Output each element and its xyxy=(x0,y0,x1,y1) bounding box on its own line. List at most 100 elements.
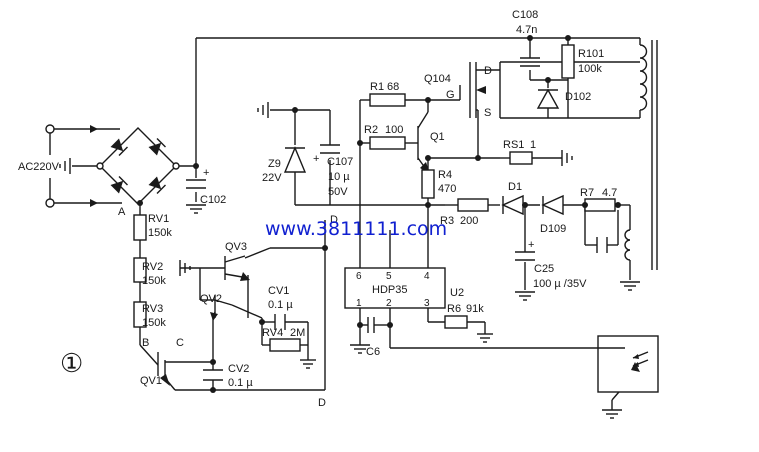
resistor-r6: R6 91k xyxy=(444,303,484,329)
resistor-r101: R101 100k xyxy=(561,35,604,79)
rv-chain: A RV1 150k RV2 150k RV3 150k B C xyxy=(118,200,184,349)
node-d-label: D xyxy=(318,397,326,409)
arrow-icon xyxy=(240,272,250,281)
svg-text:100 µ /35V: 100 µ /35V xyxy=(533,278,587,290)
svg-text:C107: C107 xyxy=(327,156,353,168)
ground-icon xyxy=(350,325,370,354)
resistor-r4: R4 470 xyxy=(421,169,456,199)
svg-text:R6: R6 xyxy=(447,303,461,315)
svg-text:R101: R101 xyxy=(578,48,604,60)
diode-icon xyxy=(148,176,166,194)
resistor-rv3 xyxy=(133,301,147,328)
svg-text:CV2: CV2 xyxy=(228,363,249,375)
svg-text:22V: 22V xyxy=(262,172,282,184)
resistor-r3: R3 200 xyxy=(425,198,489,227)
svg-text:Q104: Q104 xyxy=(424,73,451,85)
ground-icon xyxy=(602,409,622,419)
svg-text:3: 3 xyxy=(424,298,430,309)
svg-text:5: 5 xyxy=(386,271,392,282)
diode-d109: D109 xyxy=(522,194,566,235)
svg-text:RV3: RV3 xyxy=(142,303,163,315)
svg-text:100k: 100k xyxy=(578,63,602,75)
arrow-right-icon xyxy=(90,125,98,133)
svg-text:150k: 150k xyxy=(148,227,172,239)
ground-icon xyxy=(59,158,71,174)
svg-text:4.7n: 4.7n xyxy=(516,24,537,36)
svg-text:150k: 150k xyxy=(142,275,166,287)
svg-text:6: 6 xyxy=(356,271,362,282)
svg-text:200: 200 xyxy=(460,215,478,227)
svg-text:4.7: 4.7 xyxy=(602,187,617,199)
svg-text:CV1: CV1 xyxy=(268,285,289,297)
capacitor-c108: C108 4.7n xyxy=(512,9,540,67)
svg-text:100: 100 xyxy=(385,124,403,136)
svg-text:RV4: RV4 xyxy=(262,327,283,339)
svg-text:2M: 2M xyxy=(290,327,305,339)
arrow-icon xyxy=(476,86,486,94)
svg-text:RV1: RV1 xyxy=(148,213,169,225)
ground-icon xyxy=(257,102,269,118)
ground-icon xyxy=(620,281,640,291)
resistor-rv4: RV4 2M xyxy=(262,327,305,352)
svg-text:R4: R4 xyxy=(438,169,452,181)
ground-icon xyxy=(477,322,493,343)
capacitor-cv2: CV2 0.1 µ xyxy=(203,363,253,393)
resistor-rv2 xyxy=(133,257,147,283)
capacitor-c107: + C107 10 µ 50V xyxy=(313,144,353,198)
node-a-label: A xyxy=(118,206,126,218)
svg-text:2: 2 xyxy=(386,298,392,309)
figure-number: ① xyxy=(60,349,83,379)
svg-text:R1: R1 xyxy=(370,81,384,93)
svg-text:G: G xyxy=(446,89,455,101)
diode-d1: D1 xyxy=(501,181,524,216)
arrow-right-icon xyxy=(90,199,98,207)
svg-text:R3: R3 xyxy=(440,215,454,227)
optocoupler xyxy=(597,335,659,393)
svg-text:D1: D1 xyxy=(508,181,522,193)
svg-text:4: 4 xyxy=(424,271,430,282)
svg-text:68: 68 xyxy=(387,81,399,93)
svg-text:RS1: RS1 xyxy=(503,139,524,151)
svg-text:QV1: QV1 xyxy=(140,375,162,387)
svg-text:Q1: Q1 xyxy=(430,131,445,143)
ground-icon xyxy=(561,150,573,166)
source-label: AC220V xyxy=(18,161,60,173)
svg-text:D: D xyxy=(484,65,492,77)
svg-text:RV2: RV2 xyxy=(142,261,163,273)
c102-label: C102 xyxy=(200,194,226,206)
diode-d102: D102 xyxy=(536,77,591,109)
ic-name: HDP35 xyxy=(372,284,407,296)
transistor-qv3: QV3 xyxy=(224,241,250,281)
ic-u2: HDP35 U2 6 5 4 1 2 3 xyxy=(344,267,464,309)
ic-ref: U2 xyxy=(450,287,464,299)
svg-text:S: S xyxy=(484,107,491,119)
svg-text:10 µ: 10 µ xyxy=(328,171,350,183)
capacitor-c102: + C102 xyxy=(186,163,226,206)
svg-text:1: 1 xyxy=(356,298,362,309)
svg-text:QV2: QV2 xyxy=(200,293,222,305)
svg-text:D109: D109 xyxy=(540,223,566,235)
node-c-label: C xyxy=(176,337,184,349)
svg-text:470: 470 xyxy=(438,183,456,195)
transistor-qv1: QV1 xyxy=(140,352,216,387)
resistor-rv1 xyxy=(133,214,147,241)
svg-text:C25: C25 xyxy=(534,263,554,275)
capacitor-snubber-secondary xyxy=(596,237,608,253)
transformer-secondary xyxy=(624,229,631,261)
capacitor-c6: C6 xyxy=(357,317,393,358)
terminal-icon xyxy=(45,124,55,134)
d-label: D xyxy=(330,214,338,226)
svg-text:R7: R7 xyxy=(580,187,594,199)
resistor-rs1: RS1 1 xyxy=(503,139,536,165)
svg-text:D102: D102 xyxy=(565,91,591,103)
svg-text:Z9: Z9 xyxy=(268,158,281,170)
ground-icon xyxy=(179,260,200,276)
transistor-qv2: QV2 xyxy=(199,268,233,321)
svg-text:+: + xyxy=(203,167,209,179)
svg-text:C6: C6 xyxy=(366,346,380,358)
svg-text:150k: 150k xyxy=(142,317,166,329)
arrow-icon xyxy=(631,362,640,372)
transformer-primary xyxy=(639,44,648,111)
arrow-icon xyxy=(160,374,170,386)
